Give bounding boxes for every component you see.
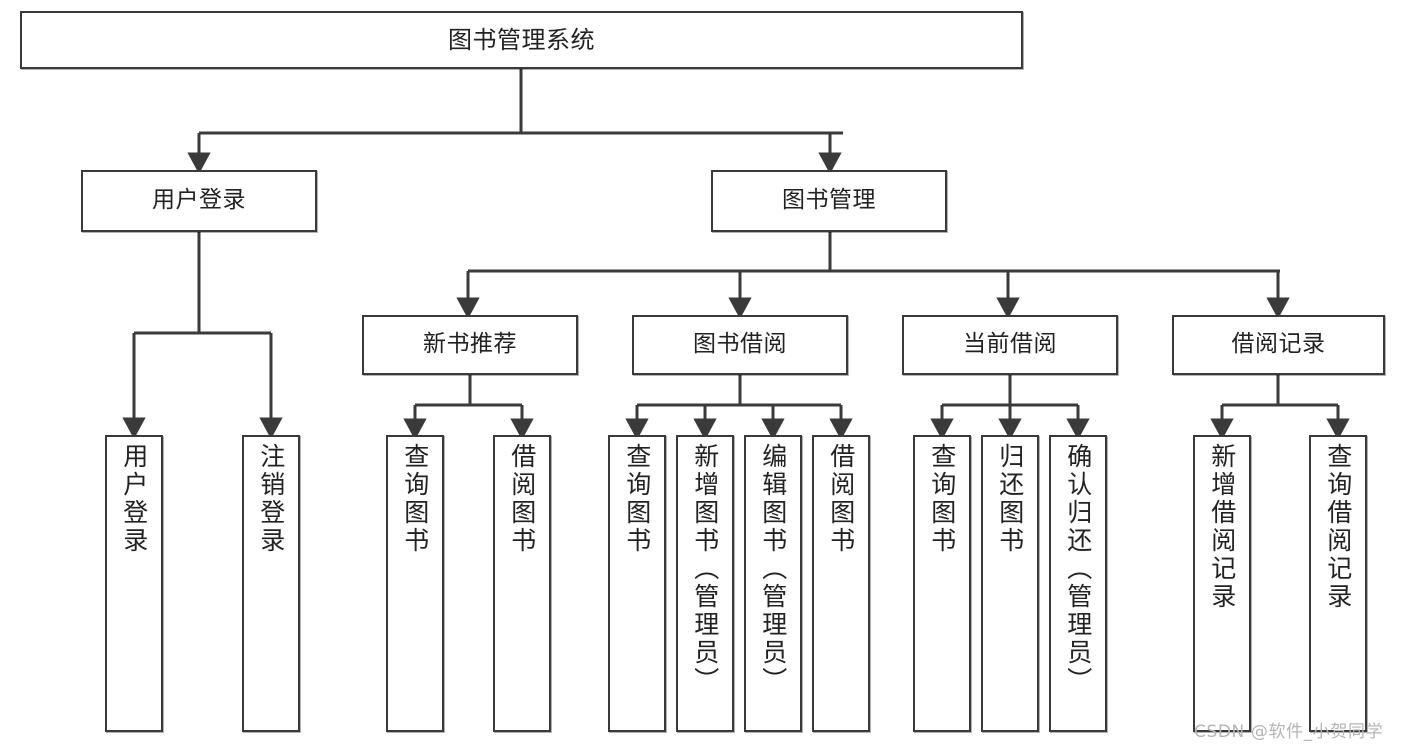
leaf-book-borrow-add-label: 新增图书（管理员） [690,443,720,695]
leaf-book-borrow-query-label: 查询图书 [622,443,652,555]
node-book-borrow[interactable]: 图书借阅 [632,315,848,375]
leaf-borrow-record-query-label: 查询借阅记录 [1323,443,1353,611]
node-borrow-record-label: 借阅记录 [1231,331,1326,358]
node-book-management-label: 图书管理 [782,187,876,214]
leaf-current-borrow-confirm-return-label: 确认归还（管理员） [1063,443,1093,695]
node-current-borrow-label: 当前借阅 [963,331,1057,358]
leaf-current-borrow-query-label: 查询图书 [927,443,957,555]
leaf-borrow-record-query[interactable]: 查询借阅记录 [1309,435,1367,732]
leaf-book-borrow-edit[interactable]: 编辑图书（管理员） [744,435,802,732]
leaf-user-login-login-label: 用户登录 [119,443,149,555]
leaf-current-borrow-return-label: 归还图书 [995,443,1025,555]
node-new-book-recommend-label: 新书推荐 [423,331,517,358]
csdn-watermark: CSDN @软件_小贺同学 [1194,722,1384,742]
node-book-borrow-label: 图书借阅 [693,331,787,358]
node-root-system[interactable]: 图书管理系统 [20,11,1023,69]
node-book-management[interactable]: 图书管理 [711,170,947,232]
leaf-user-login-login[interactable]: 用户登录 [105,435,163,732]
leaf-book-borrow-borrow-label: 借阅图书 [826,443,856,555]
leaf-current-borrow-query[interactable]: 查询图书 [913,435,971,732]
leaf-book-borrow-borrow[interactable]: 借阅图书 [812,435,870,732]
leaf-borrow-record-add-label: 新增借阅记录 [1207,443,1237,611]
node-root-system-label: 图书管理系统 [448,25,595,54]
node-new-book-recommend[interactable]: 新书推荐 [362,315,578,375]
leaf-book-borrow-query[interactable]: 查询图书 [608,435,666,732]
leaf-new-book-borrow[interactable]: 借阅图书 [493,435,551,732]
leaf-book-borrow-edit-label: 编辑图书（管理员） [758,443,788,695]
leaf-book-borrow-add[interactable]: 新增图书（管理员） [676,435,734,732]
leaf-user-login-logout[interactable]: 注销登录 [242,435,300,732]
leaf-new-book-query[interactable]: 查询图书 [386,435,444,732]
node-user-login-label: 用户登录 [152,187,246,214]
leaf-borrow-record-add[interactable]: 新增借阅记录 [1193,435,1251,732]
node-user-login[interactable]: 用户登录 [81,170,317,232]
leaf-current-borrow-return[interactable]: 归还图书 [981,435,1039,732]
node-borrow-record[interactable]: 借阅记录 [1172,315,1385,375]
node-current-borrow[interactable]: 当前借阅 [902,315,1118,375]
leaf-user-login-logout-label: 注销登录 [256,443,286,555]
leaf-current-borrow-confirm-return[interactable]: 确认归还（管理员） [1049,435,1107,732]
leaf-new-book-query-label: 查询图书 [400,443,430,555]
leaf-new-book-borrow-label: 借阅图书 [507,443,537,555]
